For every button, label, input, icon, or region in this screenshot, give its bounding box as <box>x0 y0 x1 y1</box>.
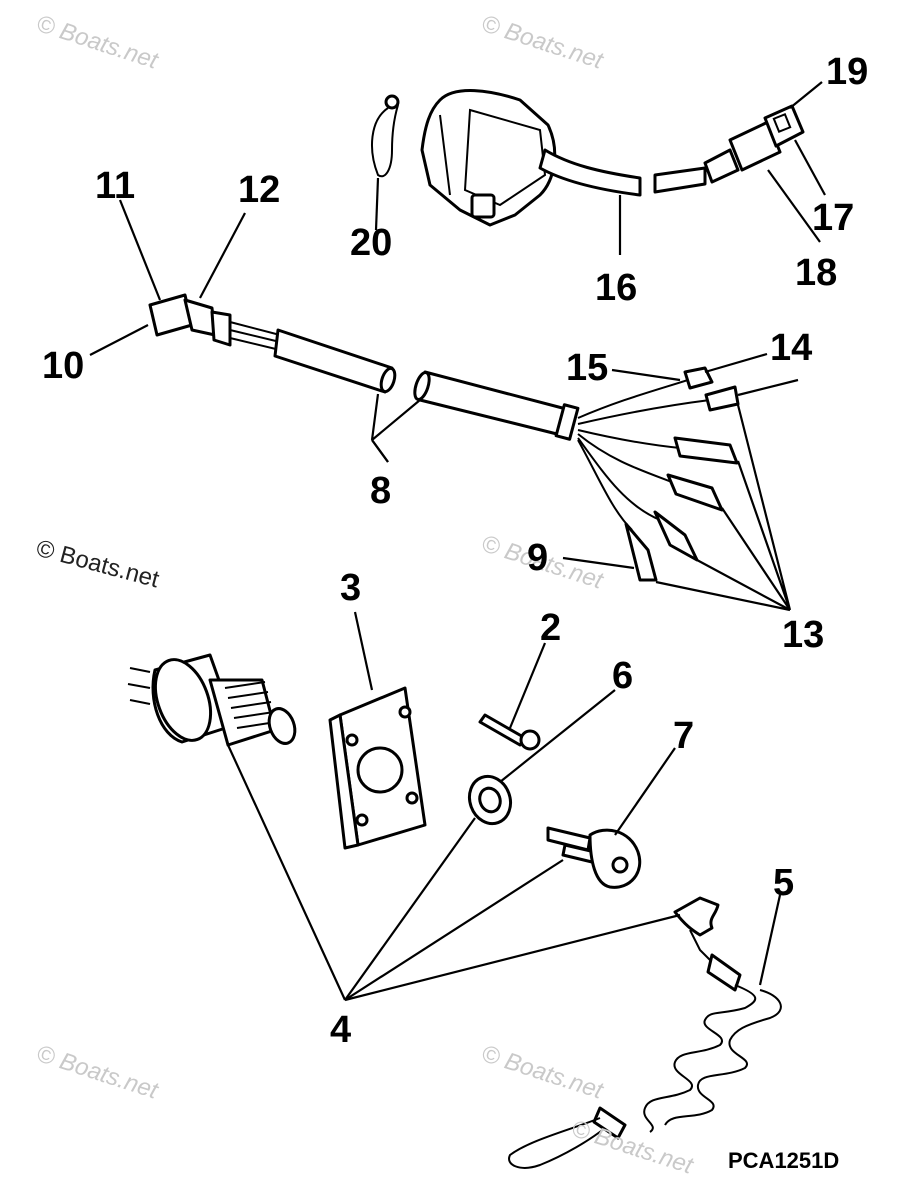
callout-7: 7 <box>673 715 694 757</box>
remote-switch-assembly <box>420 89 805 227</box>
watermark: © Boats.net <box>33 10 162 75</box>
callout-5: 5 <box>773 862 794 904</box>
callout-3: 3 <box>340 567 361 609</box>
wire-clip <box>371 94 400 178</box>
callout-18: 18 <box>795 252 837 294</box>
callout-16: 16 <box>595 267 637 309</box>
callout-14: 14 <box>770 327 812 369</box>
callout-12: 12 <box>238 169 280 211</box>
callout-9: 9 <box>527 537 548 579</box>
wiring-harness <box>148 293 740 582</box>
callout-numbers: 19 17 18 16 20 11 12 10 15 14 8 9 13 3 2… <box>42 51 868 1051</box>
callout-6: 6 <box>612 655 633 697</box>
key-switch-assembly <box>127 653 642 889</box>
callout-20: 20 <box>350 222 392 264</box>
callout-2: 2 <box>540 607 561 649</box>
watermark: © Boats.net <box>33 1040 162 1105</box>
callout-13: 13 <box>782 614 824 656</box>
watermark: © Boats.net <box>478 1040 607 1105</box>
callout-15: 15 <box>566 347 608 389</box>
drawing-code: PCA1251D <box>728 1148 839 1173</box>
callout-17: 17 <box>812 197 854 239</box>
callout-4: 4 <box>330 1009 351 1051</box>
watermark: © Boats.net <box>33 535 162 594</box>
callout-8: 8 <box>370 470 391 512</box>
watermark: © Boats.net <box>478 10 607 75</box>
lanyard-assembly <box>508 896 782 1169</box>
callout-19: 19 <box>826 51 868 93</box>
leader-lines <box>89 81 826 1002</box>
callout-11: 11 <box>95 165 135 207</box>
watermark: © Boats.net <box>568 1115 697 1180</box>
callout-10: 10 <box>42 345 84 387</box>
